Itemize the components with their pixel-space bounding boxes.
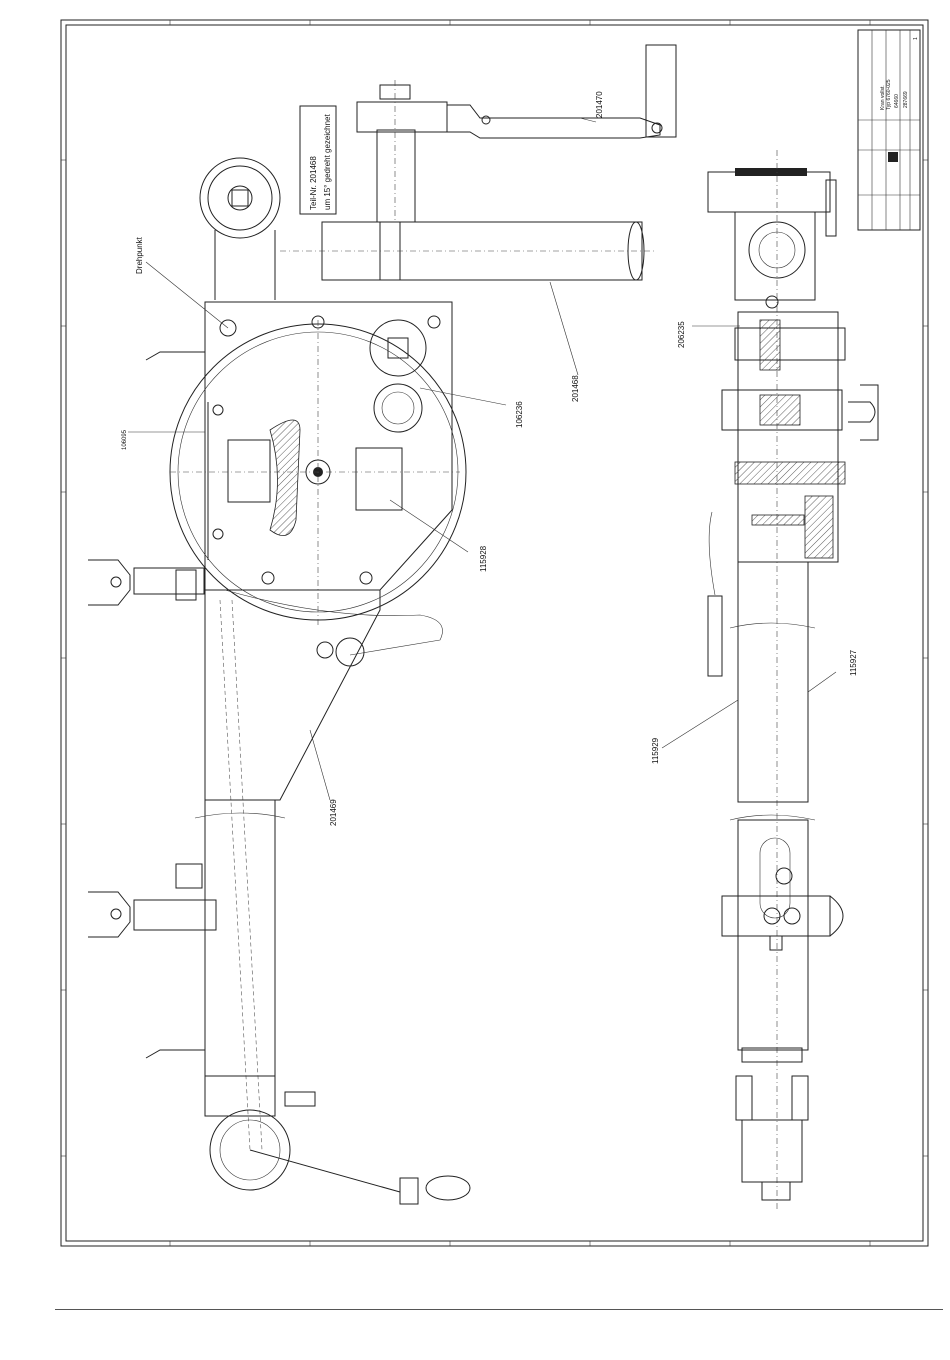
side-view: Teil-Nr. 201468 um 15° gedreht gezeichne… [88, 45, 676, 1204]
front-view: 206235 115927 115929 [651, 150, 878, 1210]
title-name-line-2: Typ 6760-025 [886, 79, 892, 110]
label-201470: 201470 [595, 91, 604, 118]
title-part-number: 287669 [903, 91, 909, 108]
shackle-lower [88, 864, 216, 937]
label-201469: 201469 [329, 799, 338, 826]
title-block: Kran vollst. Typ 6760-025 64660 287669 1 [858, 30, 920, 230]
label-115928: 115928 [479, 545, 488, 572]
front-mast [708, 512, 843, 1200]
page-footer-rule [55, 1309, 943, 1310]
crank-handle [447, 45, 676, 138]
title-drawing-number: 64660 [894, 94, 900, 108]
label-115929: 115929 [651, 737, 660, 764]
gear-housing [170, 302, 466, 625]
front-head [708, 150, 836, 1210]
leader-lines [128, 118, 596, 800]
lower-arm [205, 590, 443, 1150]
note-box: Teil-Nr. 201468 um 15° gedreht gezeichne… [300, 106, 336, 214]
label-201468: 201468 [571, 375, 580, 402]
cable-drum [200, 158, 280, 300]
note-line-1: Teil-Nr. 201468 [309, 156, 318, 210]
lower-mast-tube [195, 800, 470, 1204]
shackle-upper [88, 560, 204, 605]
note-line-2: um 15° gedreht gezeichnet [323, 114, 332, 210]
label-206235: 206235 [677, 321, 686, 348]
label-drehpunkt: Drehpunkt [135, 236, 144, 274]
label-106236: 106236 [515, 401, 524, 428]
front-gear-section [722, 312, 878, 562]
title-sheet-number: 1 [913, 37, 919, 40]
label-115927: 115927 [849, 649, 858, 676]
label-106095: 106095 [122, 429, 128, 450]
